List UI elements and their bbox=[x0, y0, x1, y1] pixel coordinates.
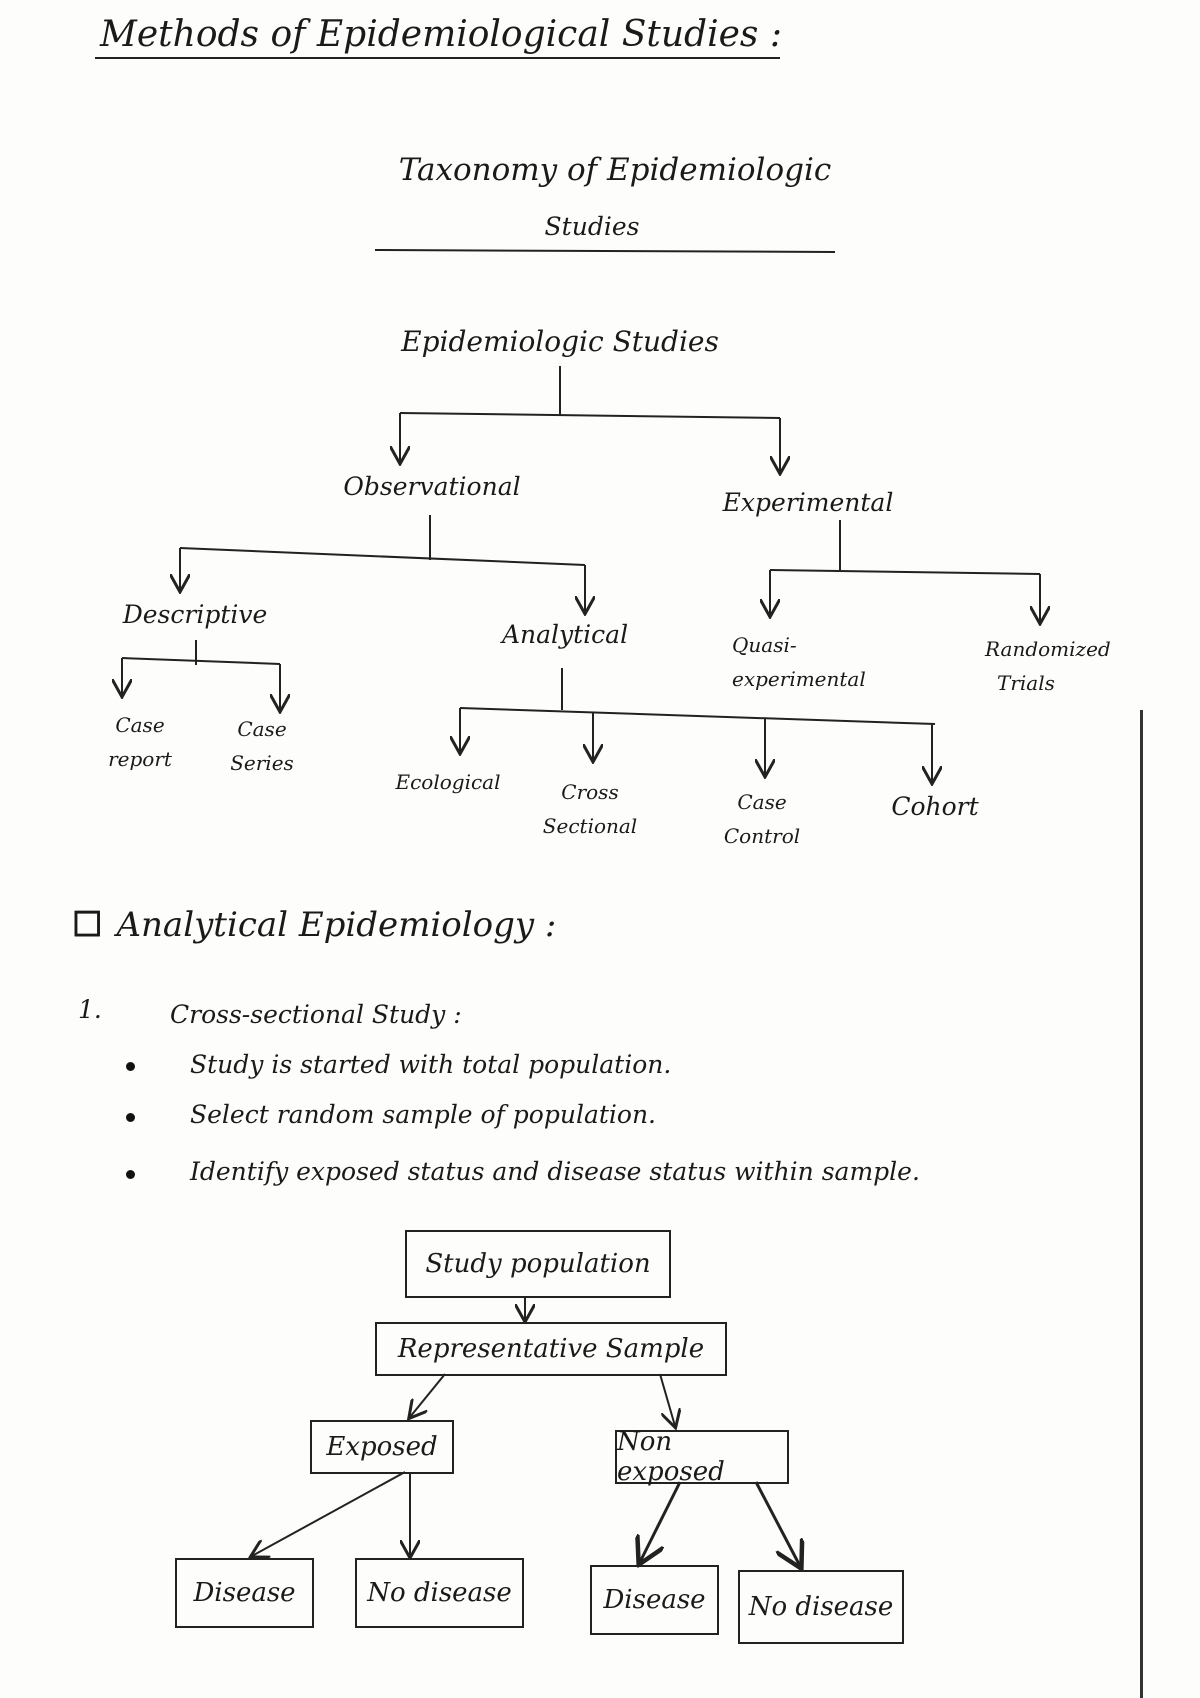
case-report-line2: report bbox=[108, 747, 172, 771]
page-title: Methods of Epidemiological Studies : bbox=[100, 14, 782, 55]
scan-edge bbox=[1140, 710, 1143, 1698]
node-analytical: Analytical bbox=[501, 620, 629, 649]
randomized-line1: Randomized bbox=[985, 637, 1111, 661]
item-number: 1. bbox=[78, 995, 102, 1024]
checkbox-icon: ☐ bbox=[72, 905, 103, 945]
quasi-line1: Quasi- bbox=[732, 633, 797, 657]
box-non-exposed: Non exposed bbox=[615, 1427, 789, 1487]
bullet-icon bbox=[126, 1113, 135, 1122]
node-root: Epidemiologic Studies bbox=[401, 325, 719, 358]
bullet-text: Study is started with total population. bbox=[190, 1050, 672, 1079]
case-report-line1: Case bbox=[115, 713, 165, 737]
bullet-icon bbox=[126, 1170, 135, 1179]
box-non-exposed-disease: Disease bbox=[590, 1565, 719, 1635]
case-control-line1: Case bbox=[737, 790, 787, 814]
bullet-icon bbox=[126, 1062, 135, 1071]
box-non-exposed-no-disease: No disease bbox=[738, 1570, 904, 1644]
node-descriptive: Descriptive bbox=[122, 600, 268, 629]
box-study-population: Study population bbox=[405, 1230, 671, 1298]
cross-line1: Cross bbox=[561, 780, 619, 804]
cross-line2: Sectional bbox=[542, 814, 638, 838]
item-title: Cross-sectional Study : bbox=[170, 1000, 462, 1029]
bullet-text: Identify exposed status and disease stat… bbox=[190, 1157, 920, 1186]
node-experimental: Experimental bbox=[722, 488, 894, 517]
node-cohort: Cohort bbox=[891, 792, 979, 821]
node-ecological: Ecological bbox=[395, 770, 501, 794]
bullet-text: Select random sample of population. bbox=[190, 1100, 657, 1129]
case-series-line1: Case bbox=[237, 717, 287, 741]
case-series-line2: Series bbox=[230, 751, 294, 775]
randomized-line2: Trials bbox=[997, 671, 1055, 695]
taxonomy-heading-line1: Taxonomy of Epidemiologic bbox=[398, 152, 832, 188]
case-control-line2: Control bbox=[723, 824, 801, 848]
node-observational: Observational bbox=[343, 472, 521, 501]
taxonomy-heading-line2: Studies bbox=[544, 212, 640, 241]
node-case-report: Case report bbox=[108, 708, 172, 776]
quasi-line2: experimental bbox=[732, 667, 866, 691]
box-representative-sample: Representative Sample bbox=[375, 1322, 727, 1376]
box-exposed: Exposed bbox=[310, 1420, 454, 1474]
box-exposed-no-disease: No disease bbox=[355, 1558, 524, 1628]
section-heading: ☐ Analytical Epidemiology : bbox=[72, 905, 556, 945]
box-exposed-disease: Disease bbox=[175, 1558, 314, 1628]
section-heading-text: Analytical Epidemiology : bbox=[116, 905, 557, 945]
node-quasi-experimental: Quasi-experimental bbox=[732, 628, 866, 696]
